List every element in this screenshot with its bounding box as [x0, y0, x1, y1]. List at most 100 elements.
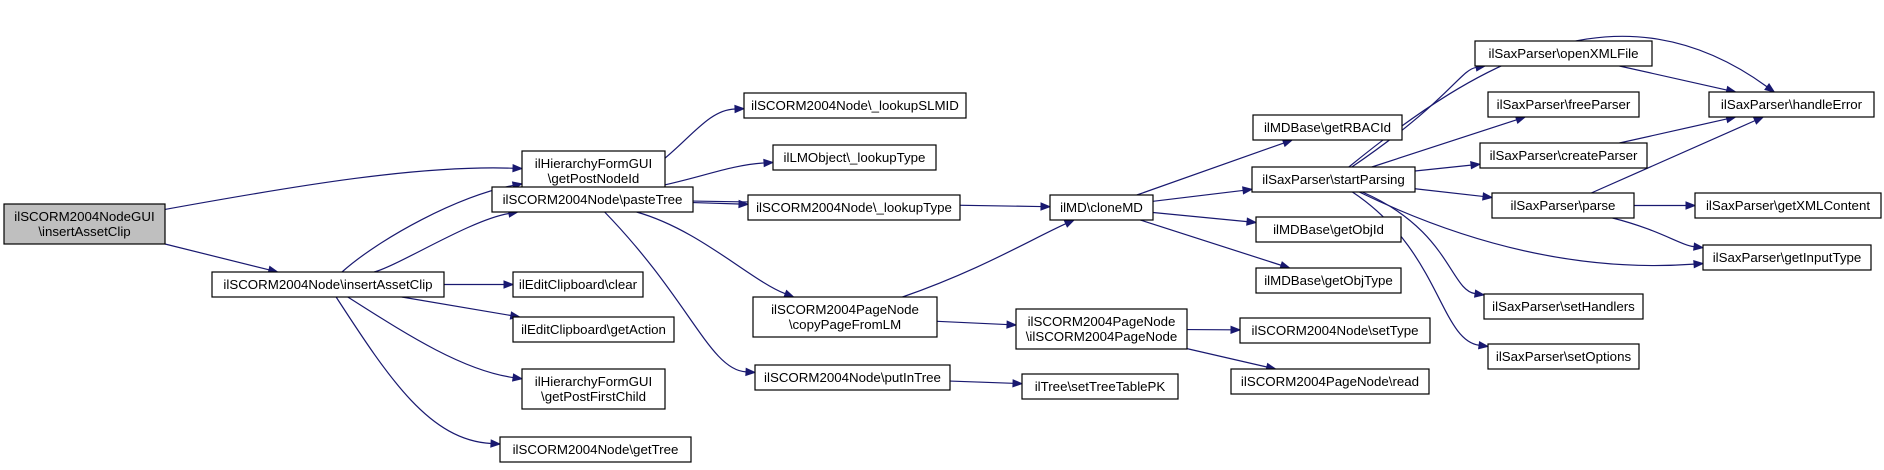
node-box [1487, 91, 1640, 118]
node-label: ilTree\setTreeTablePK [1035, 379, 1166, 394]
arrowhead-parse-to-getXMLContent [1685, 201, 1697, 210]
node-label: \insertAssetClip [38, 224, 130, 239]
edge-ins-to-getAction [401, 296, 511, 317]
arrowhead-putInTree-to-setTreeTablePK [1012, 379, 1024, 388]
node-pageCtor[interactable]: ilSCORM2004PageNode\ilSCORM2004PageNode [1015, 308, 1188, 350]
node-label: ilSCORM2004PageNode\read [1241, 374, 1419, 389]
node-box [1479, 142, 1648, 169]
node-parse[interactable]: ilSaxParser\parse [1491, 192, 1635, 219]
node-hpfc[interactable]: ilHierarchyFormGUI\getPostFirstChild [521, 368, 666, 410]
node-box [521, 368, 666, 410]
arrowhead-copyPage-to-cloneMD [1063, 219, 1076, 228]
node-box [1483, 293, 1644, 320]
node-label: ilSaxParser\createParser [1490, 148, 1638, 163]
arrowhead-startParsing-to-parse [1482, 192, 1494, 201]
node-box [512, 271, 644, 298]
arrowhead-startParsing-to-handleError [1764, 82, 1776, 93]
edge-paste-to-putInTree [604, 211, 747, 373]
arrowhead-startParsing-to-getInputType [1693, 259, 1705, 269]
node-label: ilMDBase\getObjType [1264, 273, 1393, 288]
edge-putInTree-to-setTreeTablePK [949, 380, 1014, 384]
edge-cloneMD-to-startParsing [1152, 189, 1244, 202]
node-root[interactable]: ilSCORM2004NodeGUI\insertAssetClip [3, 203, 166, 245]
node-openXMLFile[interactable]: ilSaxParser\openXMLFile [1474, 40, 1653, 67]
node-label: ilSaxParser\startParsing [1262, 172, 1405, 187]
node-box [1255, 267, 1402, 294]
node-label: ilSCORM2004Node\getTree [513, 442, 679, 457]
arrowhead-paste-to-lmLookupType [763, 158, 775, 168]
arrowhead-startParsing-to-createParser [1470, 160, 1482, 170]
node-hpn[interactable]: ilHierarchyFormGUI\getPostNodeId [521, 150, 666, 192]
edge-cloneMD-to-getObjId [1152, 211, 1248, 223]
arrowhead-paste-to-cloneMD [1040, 202, 1052, 211]
arrowhead-paste-to-putInTree [745, 367, 757, 377]
node-label: ilEditClipboard\clear [519, 277, 638, 292]
node-setHandlers[interactable]: ilSaxParser\setHandlers [1483, 293, 1644, 320]
node-freeParser[interactable]: ilSaxParser\freeParser [1487, 91, 1640, 118]
arrowhead-root-to-hpn [512, 163, 524, 173]
node-copyPage[interactable]: ilSCORM2004PageNode\copyPageFromLM [752, 296, 938, 338]
node-label: ilSaxParser\setOptions [1496, 349, 1632, 364]
node-getTree[interactable]: ilSCORM2004Node\getTree [499, 436, 692, 463]
node-box [1015, 308, 1188, 350]
node-startParsing[interactable]: ilSaxParser\startParsing [1251, 166, 1416, 193]
arrowhead-ins-to-hpfc [511, 373, 524, 382]
node-getRBACId[interactable]: ilMDBase\getRBACId [1252, 114, 1403, 141]
edge-openXMLFile-to-handleError [1619, 65, 1727, 91]
node-label: ilMDBase\getRBACId [1264, 120, 1391, 135]
node-box [747, 194, 961, 221]
node-setOptions[interactable]: ilSaxParser\setOptions [1487, 343, 1640, 370]
node-label: ilSCORM2004Node\pasteTree [503, 192, 683, 207]
arrowhead-paste-to-lookupSLMID [734, 104, 746, 114]
edge-copyPage-to-pageCtor [936, 320, 1008, 326]
node-paste[interactable]: ilSCORM2004Node\pasteTree [491, 186, 694, 213]
node-box [752, 296, 938, 338]
node-box [499, 436, 692, 463]
edge-paste-to-scLookupType [692, 201, 740, 205]
node-pageRead[interactable]: ilSCORM2004PageNode\read [1230, 368, 1430, 395]
node-lookupSLMID[interactable]: ilSCORM2004Node\_lookupSLMID [743, 92, 967, 119]
edge-root-to-ins [164, 243, 270, 271]
edge-ins-to-hpfc [347, 296, 514, 379]
node-box [1474, 40, 1653, 67]
node-getXMLContent[interactable]: ilSaxParser\getXMLContent [1694, 192, 1882, 219]
node-box [754, 364, 951, 391]
node-box [1251, 166, 1416, 193]
arrowhead-startParsing-to-setOptions [1478, 340, 1490, 350]
node-createParser[interactable]: ilSaxParser\createParser [1479, 142, 1648, 169]
node-label: ilHierarchyFormGUI [535, 374, 652, 389]
node-label: \getPostNodeId [548, 171, 640, 186]
node-box [1694, 192, 1882, 219]
arrowhead-cloneMD-to-getObjId [1246, 217, 1258, 226]
node-getObjType[interactable]: ilMDBase\getObjType [1255, 267, 1402, 294]
node-scLookupType[interactable]: ilSCORM2004Node\_lookupType [747, 194, 961, 221]
edge-startParsing-to-freeParser [1371, 119, 1517, 168]
arrowhead-cloneMD-to-getRBACId [1281, 139, 1294, 148]
node-getObjId[interactable]: ilMDBase\getObjId [1255, 216, 1402, 243]
node-box [3, 203, 166, 245]
node-cloneMD[interactable]: ilMD\cloneMD [1049, 194, 1154, 221]
node-label: ilSCORM2004Node\_lookupSLMID [751, 98, 959, 113]
node-label: ilSaxParser\handleError [1721, 97, 1863, 112]
node-lmLookupType[interactable]: ilLMObject\_lookupType [772, 144, 937, 171]
node-putInTree[interactable]: ilSCORM2004Node\putInTree [754, 364, 951, 391]
node-clear[interactable]: ilEditClipboard\clear [512, 271, 644, 298]
arrowhead-copyPage-to-pageCtor [1006, 320, 1018, 329]
arrowhead-ins-to-getTree [490, 439, 502, 448]
arrowhead-startParsing-to-setHandlers [1473, 289, 1486, 298]
edge-startParsing-to-setOptions [1352, 191, 1480, 346]
node-label: ilSCORM2004PageNode [1028, 314, 1176, 329]
node-getAction[interactable]: ilEditClipboard\getAction [512, 316, 675, 343]
node-getInputType[interactable]: ilSaxParser\getInputType [1702, 244, 1872, 271]
node-ins[interactable]: ilSCORM2004Node\insertAssetClip [211, 271, 445, 298]
node-setTreeTablePK[interactable]: ilTree\setTreeTablePK [1021, 373, 1179, 400]
node-box [743, 92, 967, 119]
node-label: ilEditClipboard\getAction [521, 322, 666, 337]
node-box [1049, 194, 1154, 221]
edge-cloneMD-to-getRBACId [1136, 142, 1284, 196]
node-handleError[interactable]: ilSaxParser\handleError [1708, 91, 1875, 118]
node-label: ilSCORM2004Node\_lookupType [756, 200, 952, 215]
node-setType[interactable]: ilSCORM2004Node\setType [1239, 317, 1431, 344]
node-box [1252, 114, 1403, 141]
